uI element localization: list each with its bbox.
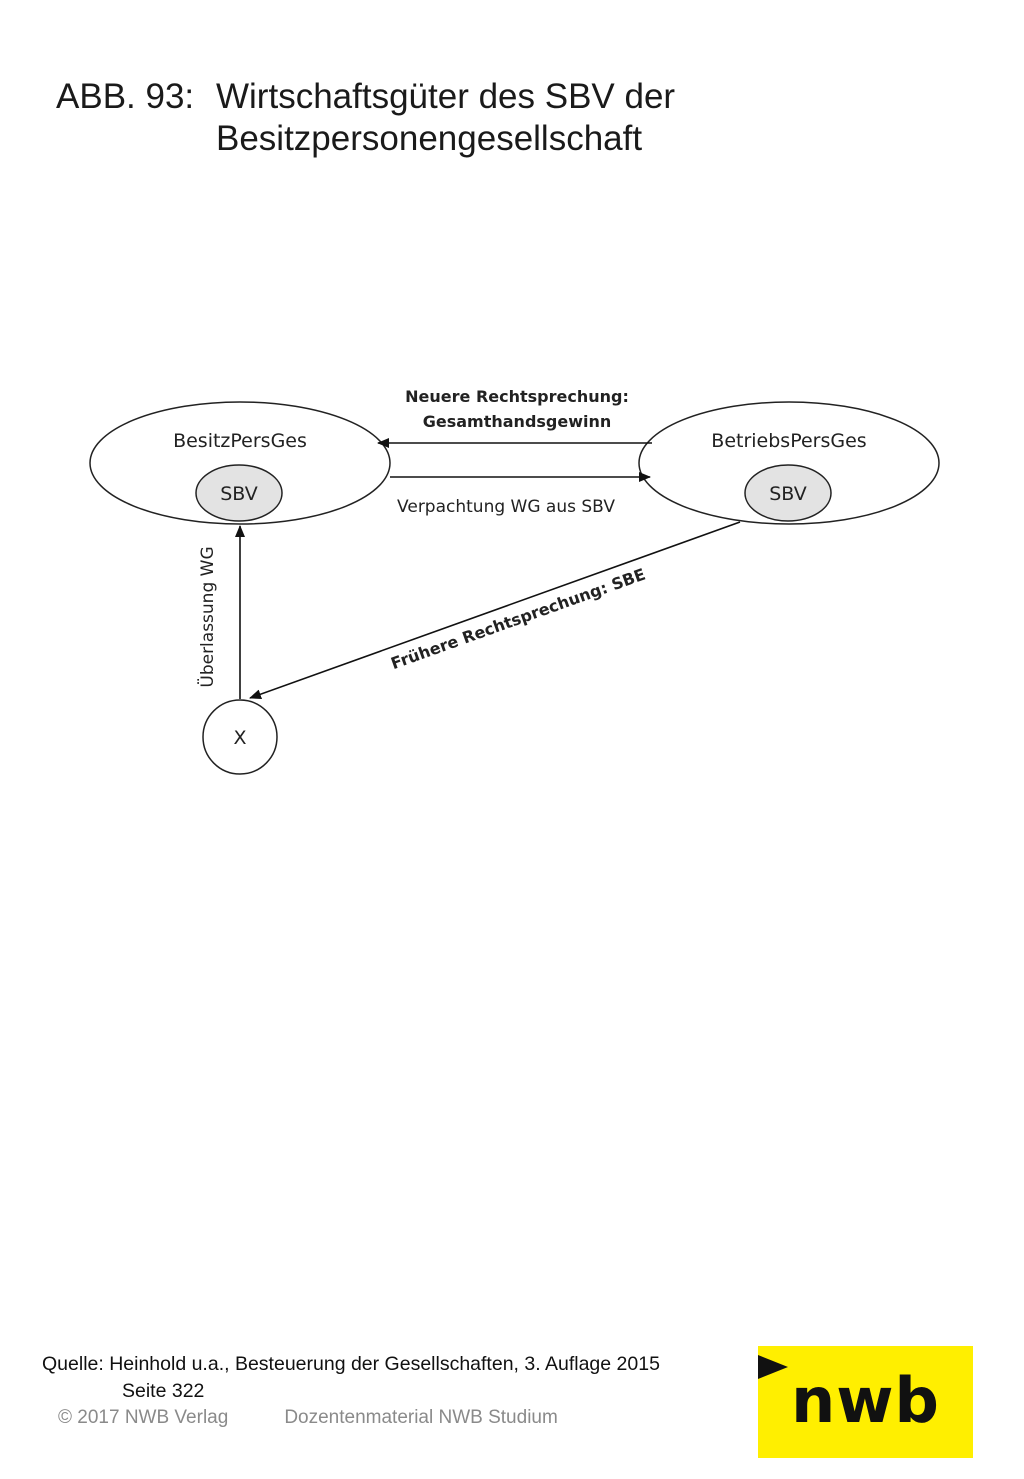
x-node-label: X — [233, 727, 246, 749]
betriebs-sbv-label: SBV — [769, 483, 807, 505]
x-node — [202, 699, 278, 775]
source-page: Seite 322 — [122, 1380, 205, 1402]
besitz-sbv-label: SBV — [220, 483, 258, 505]
betriebs-sbv-node — [744, 464, 832, 522]
source-citation: Quelle: Heinhold u.a., Besteuerung der G… — [42, 1351, 660, 1405]
besitz-sbv-node — [195, 464, 283, 522]
nwb-logo: nwb — [758, 1346, 973, 1458]
betriebs-pers-ges-node — [638, 401, 940, 525]
label-neuere-line-1: Neuere Rechtsprechung: — [405, 387, 629, 406]
title-line-1: Wirtschaftsgüter des SBV der — [216, 77, 676, 116]
label-verpachtung: Verpachtung WG aus SBV — [397, 497, 615, 517]
title-line-2: Besitzpersonengesellschaft — [216, 119, 643, 158]
logo-arrow-icon — [758, 1355, 788, 1379]
footer-product: Dozentenmaterial NWB Studium — [284, 1407, 558, 1428]
source-line-1: Quelle: Heinhold u.a., Besteuerung der G… — [42, 1353, 660, 1375]
structure-diagram: BesitzPersGes SBV BetriebsPersGes SBV X … — [89, 387, 940, 775]
nwb-logo-text: nwb — [791, 1364, 940, 1437]
label-neuere-line-2: Gesamthandsgewinn — [423, 412, 612, 431]
besitz-pers-ges-label: BesitzPersGes — [173, 430, 307, 452]
betriebs-pers-ges-label: BetriebsPersGes — [711, 430, 866, 452]
label-fruehere: Frühere Rechtsprechung: SBE — [388, 565, 648, 674]
besitz-pers-ges-node — [89, 401, 391, 525]
footer: © 2017 NWB Verlag Dozentenmaterial NWB St… — [58, 1407, 558, 1429]
label-ueberlassung: Überlassung WG — [196, 546, 218, 687]
footer-copyright: © 2017 NWB Verlag — [58, 1407, 229, 1428]
slide-title: ABB. 93: Wirtschaftsgüter des SBV der Bes… — [56, 76, 675, 160]
arrow-fruehere-rechtsprechung — [249, 521, 741, 699]
figure-number: ABB. 93: — [56, 77, 195, 116]
